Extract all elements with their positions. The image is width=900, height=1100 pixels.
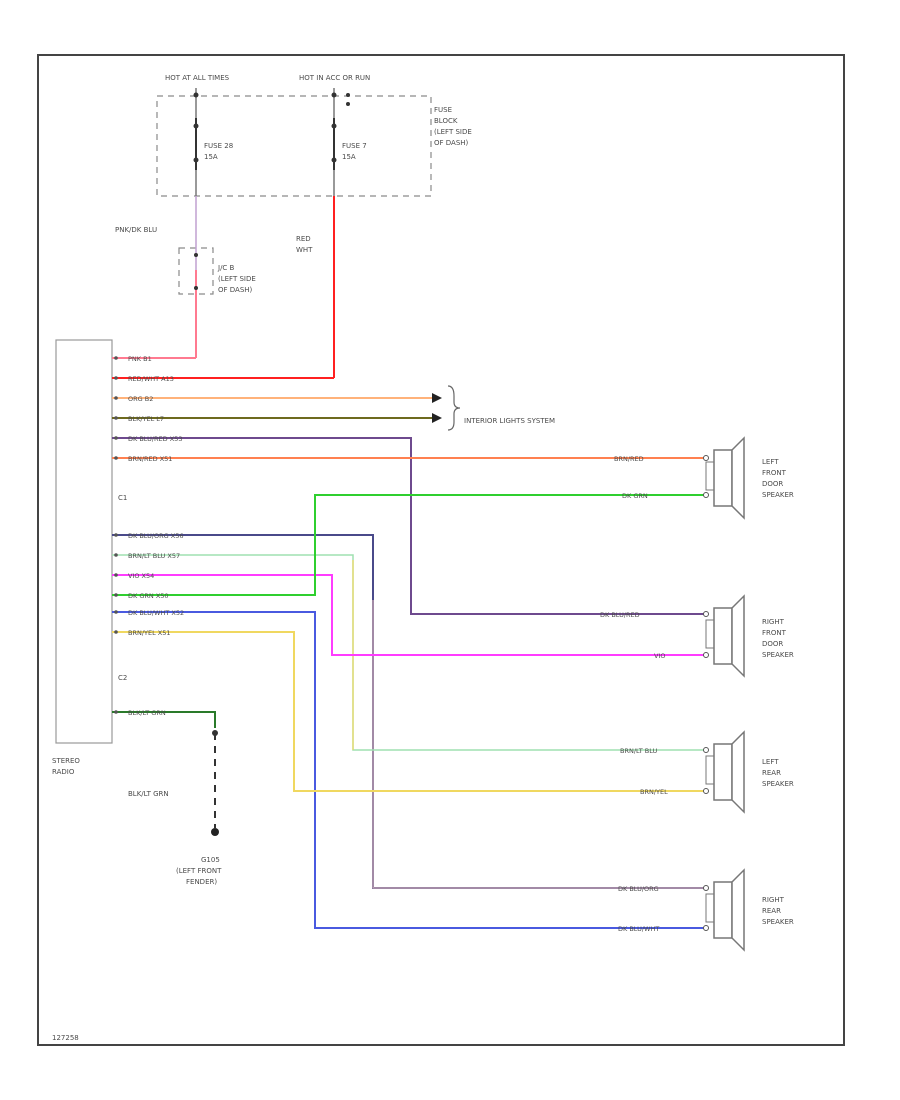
svg-text:FRONT: FRONT — [762, 629, 787, 637]
svg-text:OF DASH): OF DASH) — [218, 286, 253, 294]
interior-lights-label: INTERIOR LIGHTS SYSTEM — [464, 417, 555, 425]
radio-pin-markers — [114, 356, 118, 714]
svg-text:LEFT: LEFT — [762, 758, 779, 766]
svg-text:REAR: REAR — [762, 769, 781, 777]
wire-c1-5 — [112, 437, 704, 615]
wire-c2-5 — [112, 611, 704, 929]
fuse-28-label: FUSE 28 — [204, 142, 233, 150]
wire-c2-6 — [112, 631, 704, 792]
wire-ground — [112, 711, 216, 728]
speaker-rf-wire-b: VIO — [654, 652, 665, 660]
svg-text:OF DASH): OF DASH) — [434, 139, 469, 147]
svg-text:BLOCK: BLOCK — [434, 117, 458, 125]
wire-label-c1-2: RED/WHT A13 — [128, 375, 174, 383]
svg-text:J/C B: J/C B — [217, 264, 235, 272]
c1-label: C1 — [118, 494, 127, 502]
wire-label-c1-3: ORG B2 — [128, 395, 153, 403]
fuse-7: FUSE 7 15A — [331, 88, 367, 196]
wire-label-c2-6: BRN/YEL X51 — [128, 629, 171, 637]
svg-text:REAR: REAR — [762, 907, 781, 915]
speaker-rr-wire-a: DK BLU/ORG — [618, 885, 659, 893]
svg-text:FENDER): FENDER) — [186, 878, 217, 886]
svg-text:(LEFT SIDE: (LEFT SIDE — [434, 128, 472, 136]
diagram-frame — [37, 54, 845, 1046]
svg-text:(LEFT FRONT: (LEFT FRONT — [176, 867, 222, 875]
speaker-rr-wire-b: DK BLU/WHT — [618, 925, 659, 933]
fuse-block-label: FUSE BLOCK (LEFT SIDE OF DASH) — [434, 106, 472, 147]
speaker-right-rear: DK BLU/ORG DK BLU/WHT RIGHT REAR SPEAKER — [618, 868, 794, 952]
fuse-block-outline — [156, 95, 432, 197]
svg-text:SPEAKER: SPEAKER — [762, 780, 794, 788]
speaker-lf-wire-a: BRN/RED — [614, 455, 644, 463]
fuse-28-rating: 15A — [204, 153, 218, 161]
wire-label-c1-4: BLK/YEL L7 — [128, 415, 164, 423]
ground-wire-label: BLK/LT GRN — [128, 790, 169, 798]
svg-text:SPEAKER: SPEAKER — [762, 651, 794, 659]
ground-id-label: G105 (LEFT FRONT FENDER) — [176, 856, 222, 886]
wire-label-c2-3: VIO X54 — [128, 572, 154, 580]
speaker-rf-wire-a: DK BLU/RED — [600, 611, 640, 619]
fuse-28: FUSE 28 15A — [193, 88, 233, 196]
svg-text:SPEAKER: SPEAKER — [762, 491, 794, 499]
svg-text:G105: G105 — [201, 856, 220, 864]
pnk-blu-label: PNK/DK BLU — [115, 226, 157, 234]
wire-label-c2-4: DK GRN X50 — [128, 592, 169, 600]
svg-text:SPEAKER: SPEAKER — [762, 918, 794, 926]
svg-text:RADIO: RADIO — [52, 768, 75, 776]
wire-c2-2 — [112, 554, 704, 751]
stereo-radio-box — [55, 339, 113, 744]
svg-text:RIGHT: RIGHT — [762, 618, 785, 626]
stereo-radio-label: STEREO RADIO — [52, 757, 80, 776]
arrow-c1-4 — [432, 413, 442, 423]
jc-b-label: J/C B (LEFT SIDE OF DASH) — [217, 264, 256, 294]
ground-splice-top — [212, 730, 218, 736]
fuse-7-label: FUSE 7 — [342, 142, 367, 150]
speaker-right-front: DK BLU/RED VIO RIGHT FRONT DOOR SPEAKER — [600, 594, 794, 678]
svg-text:DOOR: DOOR — [762, 480, 783, 488]
wire-c2-3 — [112, 574, 704, 656]
wire-c2-1-lower — [372, 600, 704, 889]
interior-lights-brace — [447, 385, 461, 431]
wire-c2-4 — [112, 494, 704, 596]
svg-text:DOOR: DOOR — [762, 640, 783, 648]
speaker-lr-wire-a: BRN/LT BLU — [620, 747, 658, 755]
jcb-terminal-bottom — [194, 286, 198, 290]
wire-label-ground: BLK/LT GRN — [128, 709, 166, 717]
svg-text:RIGHT: RIGHT — [762, 896, 785, 904]
svg-text:FUSE: FUSE — [434, 106, 452, 114]
hot-in-acc-label: HOT IN ACC OR RUN — [299, 74, 370, 82]
wire-label-c2-2: BRN/LT BLU X57 — [128, 552, 180, 560]
speaker-left-front: BRN/RED DK GRN LEFT FRONT DOOR SPEAKER — [614, 436, 794, 520]
ground-point — [211, 828, 219, 836]
red-wht-label: RED WHT — [296, 235, 313, 254]
wire-label-c1-5: DK BLU/RED X53 — [128, 435, 182, 443]
footer-code: 127258 — [52, 1034, 79, 1042]
wire-label-c2-5: DK BLU/WHT X52 — [128, 609, 184, 617]
svg-text:RED: RED — [296, 235, 311, 243]
hot-at-all-times-label: HOT AT ALL TIMES — [165, 74, 230, 82]
wire-label-c2-1: DK BLU/ORG X56 — [128, 532, 184, 540]
jcb-terminal-top — [194, 253, 198, 257]
svg-text:(LEFT SIDE: (LEFT SIDE — [218, 275, 256, 283]
c2-label: C2 — [118, 674, 127, 682]
arrow-c1-3 — [432, 393, 442, 403]
speaker-lf-wire-b: DK GRN — [622, 492, 648, 500]
speaker-left-rear: BRN/LT BLU BRN/YEL LEFT REAR SPEAKER — [620, 730, 794, 814]
svg-text:WHT: WHT — [296, 246, 313, 254]
wire-label-c1-6: BRN/RED X51 — [128, 455, 172, 463]
svg-text:STEREO: STEREO — [52, 757, 80, 765]
wire-label-c1-1: PNK B1 — [128, 355, 152, 363]
fuse-7-rating: 15A — [342, 153, 356, 161]
svg-text:FRONT: FRONT — [762, 469, 787, 477]
svg-text:LEFT: LEFT — [762, 458, 779, 466]
speaker-lr-wire-b: BRN/YEL — [640, 788, 668, 796]
